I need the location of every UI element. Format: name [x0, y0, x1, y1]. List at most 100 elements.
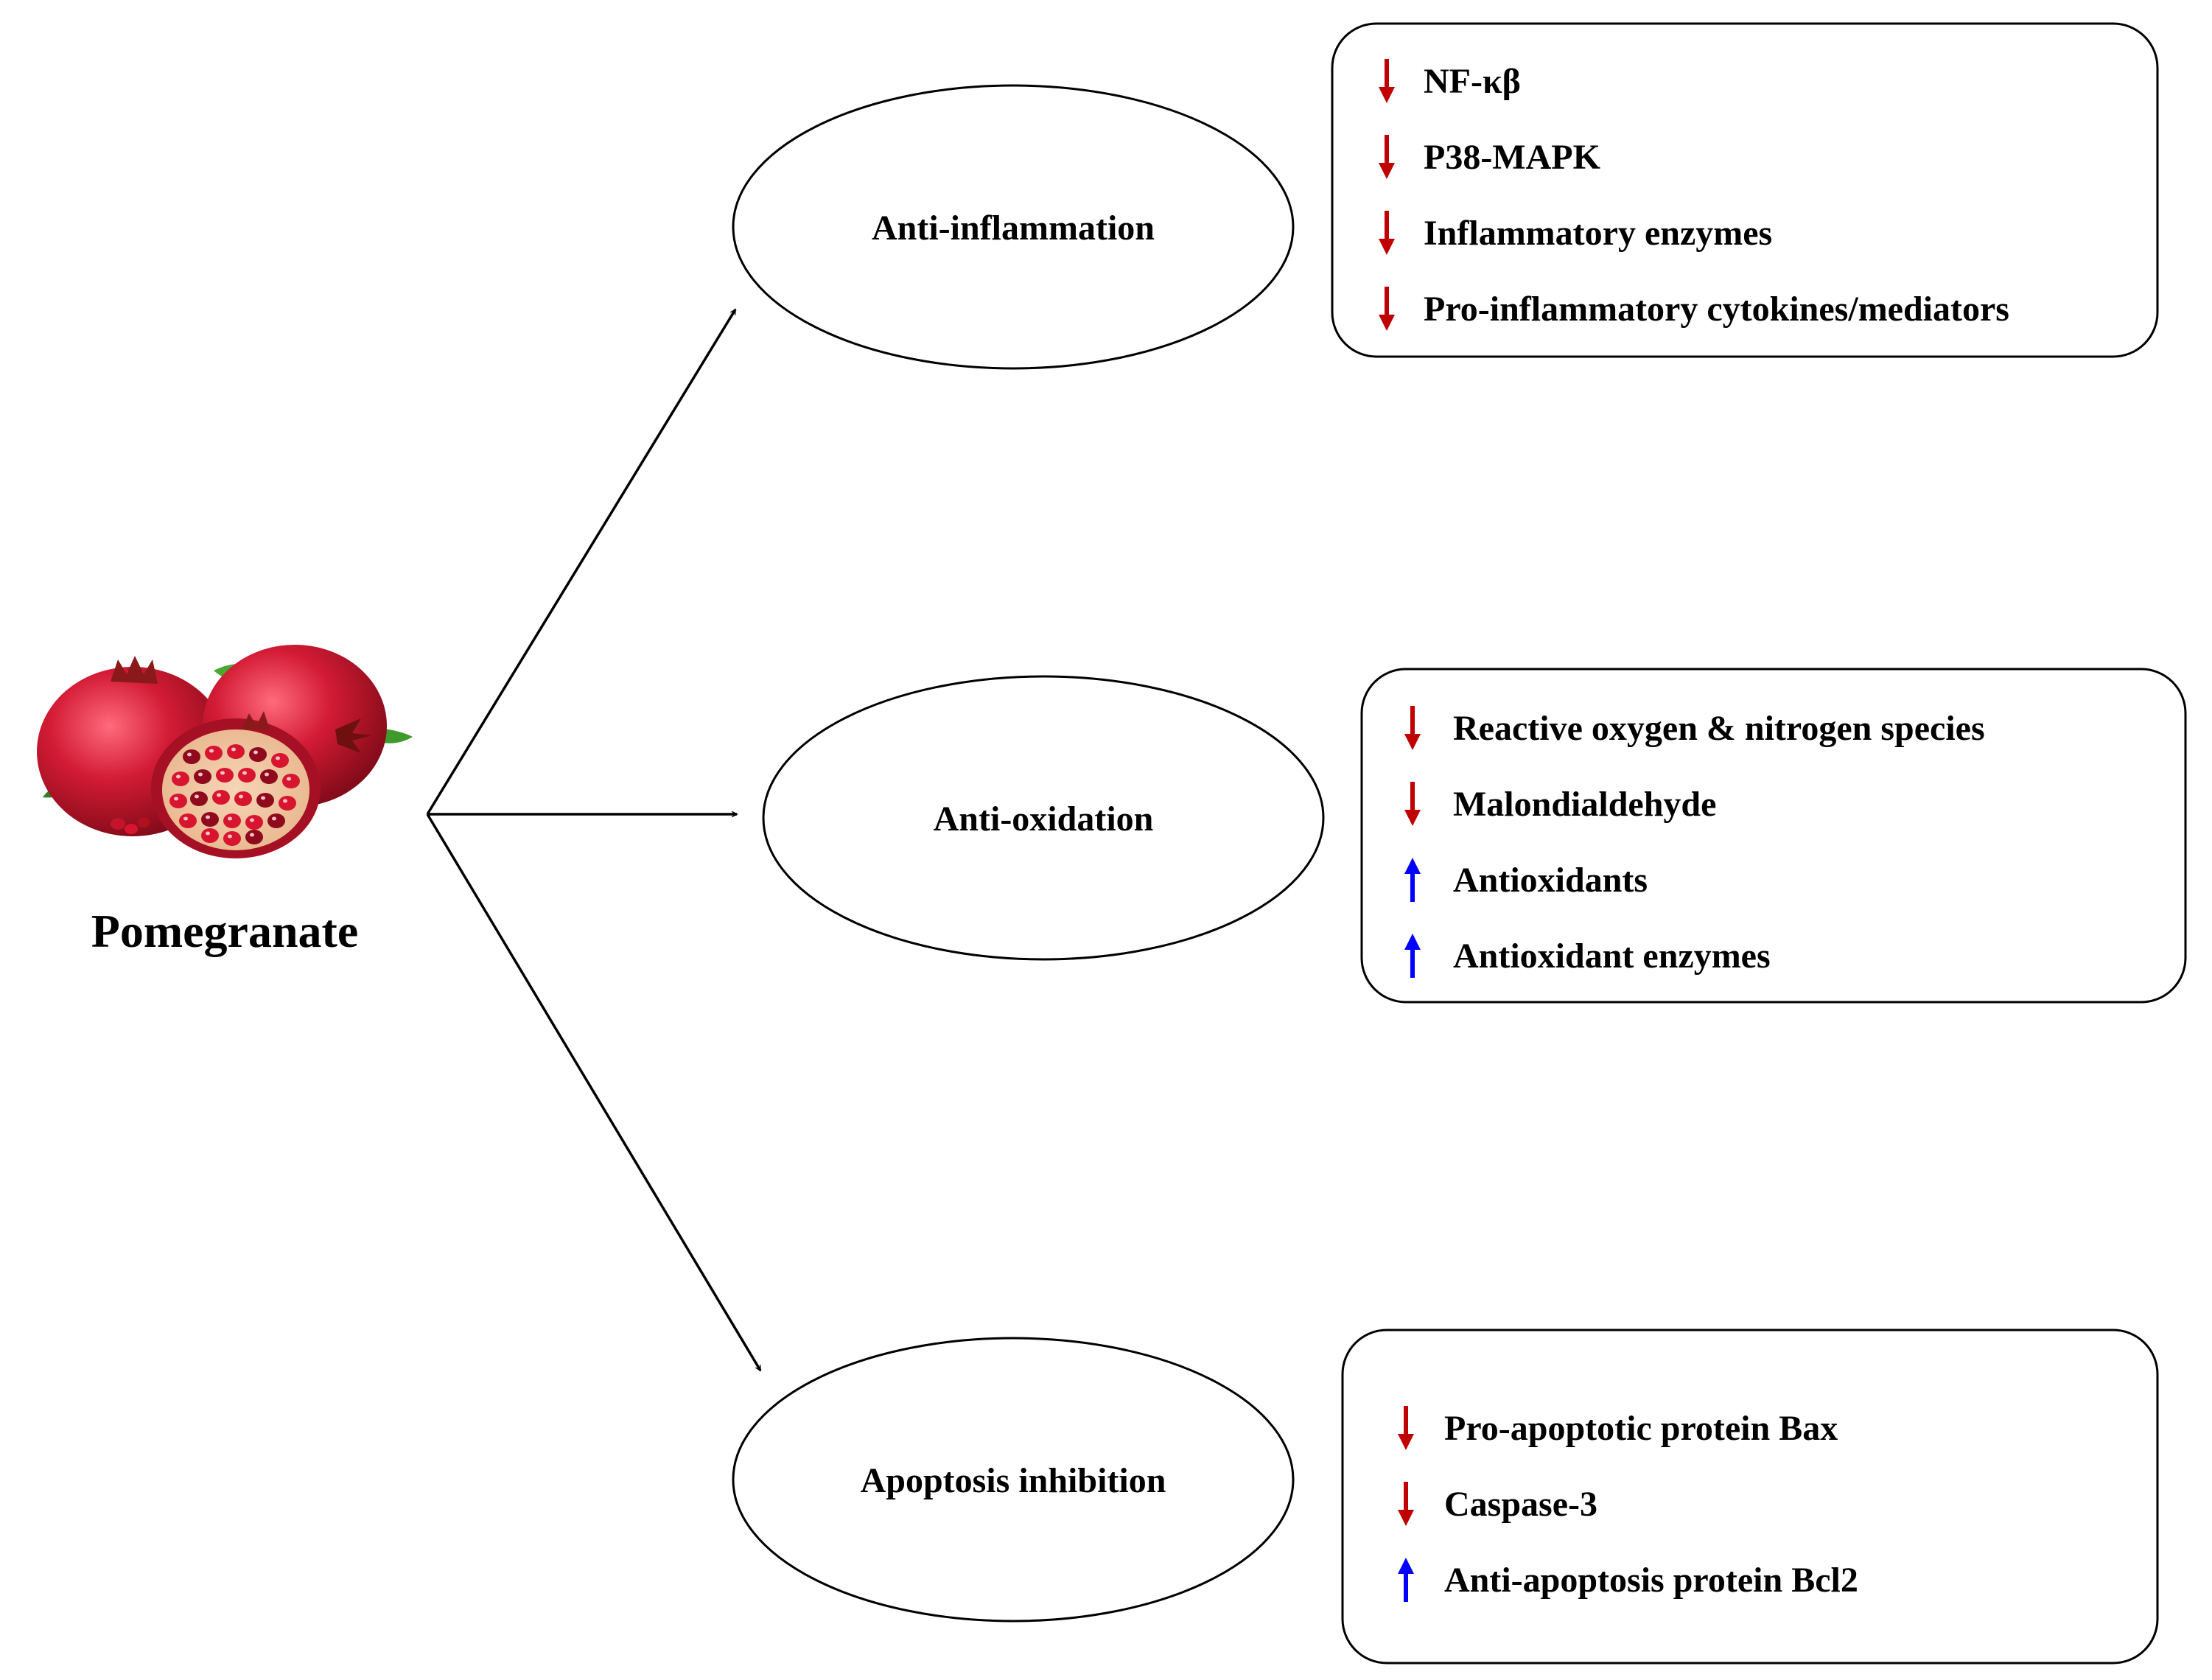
mechanism-label: Apoptosis inhibition — [861, 1461, 1166, 1500]
arrow-to-anti-inflammation — [426, 309, 737, 815]
mechanism-ellipse — [732, 1337, 1295, 1623]
aril-highlight — [206, 831, 210, 836]
aril-highlight — [174, 797, 178, 801]
aril-highlight — [231, 747, 236, 752]
seed — [138, 817, 150, 827]
aril-highlight — [250, 833, 254, 837]
effect-label: Antioxidants — [1453, 861, 1648, 900]
mechanism-node-apoptosis-inhibition: Apoptosis inhibition — [732, 1337, 1295, 1623]
effect-row: Reactive oxygen & nitrogen species — [1404, 706, 1985, 750]
aril-highlight — [209, 749, 214, 753]
aril — [223, 813, 241, 828]
effect-label: Pro-apoptotic protein Bax — [1444, 1409, 1838, 1448]
aril — [183, 749, 200, 764]
effect-row: Caspase-3 — [1398, 1482, 1597, 1526]
aril-highlight — [265, 772, 269, 777]
aril-highlight — [276, 756, 280, 760]
aril — [245, 830, 263, 844]
effect-row: Inflammatory enzymes — [1379, 211, 1772, 255]
aril-highlight — [187, 752, 192, 757]
effect-label: Caspase-3 — [1444, 1485, 1597, 1524]
aril — [201, 828, 219, 843]
effects-box-apoptosis-inhibition: Pro-apoptotic protein BaxCaspase-3Anti-a… — [1341, 1329, 2159, 1665]
arils-cluster — [169, 744, 300, 846]
effect-row: P38-MAPK — [1379, 135, 1600, 179]
up-arrow-icon — [1398, 1558, 1414, 1602]
effects-box — [1341, 1329, 2159, 1665]
aril — [234, 791, 252, 806]
aril-highlight — [261, 796, 265, 800]
aril — [205, 746, 223, 760]
aril-highlight — [176, 774, 181, 779]
effect-label: NF-κβ — [1424, 62, 1521, 101]
crown-icon — [242, 711, 270, 729]
down-arrow-icon — [1379, 135, 1395, 179]
effect-label: Inflammatory enzymes — [1424, 214, 1772, 253]
aril-highlight — [242, 771, 247, 775]
effect-row: Antioxidants — [1404, 858, 1648, 902]
down-arrow-icon — [1398, 1406, 1414, 1450]
seed — [125, 824, 138, 834]
aril — [267, 813, 285, 828]
aril-highlight — [253, 750, 258, 755]
aril — [190, 791, 208, 806]
aril — [256, 793, 274, 808]
down-arrow-icon — [1398, 1482, 1414, 1526]
aril — [179, 813, 197, 828]
aril — [201, 812, 219, 827]
effect-label: Malondialdehyde — [1453, 785, 1716, 824]
effect-label: Anti-apoptosis protein Bcl2 — [1444, 1561, 1858, 1600]
effect-label: Pro-inflammatory cytokines/mediators — [1424, 290, 2009, 329]
aril — [194, 769, 211, 784]
aril — [223, 831, 241, 846]
up-arrow-icon — [1404, 858, 1421, 902]
mechanism-node-anti-inflammation: Anti-inflammation — [732, 84, 1295, 370]
effect-row: Antioxidant enzymes — [1404, 934, 1771, 978]
aril-highlight — [228, 834, 232, 839]
effect-label: Reactive oxygen & nitrogen species — [1453, 709, 1985, 748]
aril — [227, 744, 245, 759]
crown-icon — [335, 718, 372, 753]
effect-label: P38-MAPK — [1424, 138, 1600, 177]
down-arrow-icon — [1379, 211, 1395, 255]
effects-box-anti-oxidation: Reactive oxygen & nitrogen speciesMalond… — [1360, 668, 2187, 1004]
down-arrow-icon — [1404, 706, 1421, 750]
down-arrow-icon — [1379, 287, 1395, 331]
aril-highlight — [283, 799, 287, 803]
mechanism-ellipse — [732, 84, 1295, 370]
connector-arrows — [426, 309, 762, 1371]
mechanism-label: Anti-inflammation — [872, 209, 1155, 248]
pomegranate-image — [37, 645, 413, 858]
aril — [172, 771, 189, 786]
seed — [111, 818, 125, 830]
aril-highlight — [239, 794, 243, 799]
aril-highlight — [217, 793, 221, 797]
effect-row: Malondialdehyde — [1404, 782, 1716, 826]
aril — [216, 768, 234, 783]
crown-icon — [111, 656, 158, 684]
aril — [212, 790, 230, 805]
aril — [169, 794, 187, 808]
source-label: Pomegranate — [91, 905, 359, 957]
effect-row: Pro-apoptotic protein Bax — [1398, 1406, 1838, 1450]
aril-highlight — [272, 816, 276, 821]
down-arrow-icon — [1379, 59, 1395, 103]
effects-box — [1360, 668, 2187, 1004]
aril-highlight — [198, 772, 203, 777]
effects-box — [1331, 22, 2159, 358]
aril — [249, 747, 267, 762]
up-arrow-icon — [1404, 934, 1421, 978]
aril-highlight — [250, 818, 254, 822]
effect-label: Antioxidant enzymes — [1453, 937, 1771, 976]
effect-row: Pro-inflammatory cytokines/mediators — [1379, 287, 2009, 331]
aril — [282, 774, 300, 788]
aril — [245, 815, 263, 830]
aril — [279, 796, 296, 811]
aril-highlight — [183, 816, 188, 821]
down-arrow-icon — [1404, 782, 1421, 826]
aril-highlight — [287, 777, 291, 781]
effect-row: Anti-apoptosis protein Bcl2 — [1398, 1558, 1858, 1602]
aril-highlight — [220, 771, 225, 775]
